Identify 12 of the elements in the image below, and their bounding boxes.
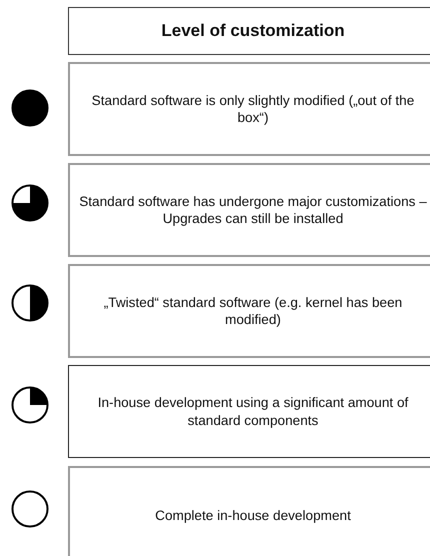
description-text: Standard software is only slightly modified („out of the box“) [90, 92, 416, 126]
description-box [68, 365, 430, 458]
description-text: „Twisted“ standard software (e.g. kernel has been modified) [102, 294, 404, 328]
description-box [68, 62, 430, 156]
header-box [68, 7, 430, 55]
description-text: Complete in-house development [154, 507, 352, 525]
description-box [68, 163, 430, 257]
description-box [68, 264, 430, 358]
description-text: In-house development using a significant amount of standard components [96, 394, 410, 429]
description-text: Standard software has undergone major customizations – Upgrades can still be installed [78, 192, 428, 228]
column-heading: Level of customization [160, 20, 346, 42]
description-box [68, 466, 430, 556]
